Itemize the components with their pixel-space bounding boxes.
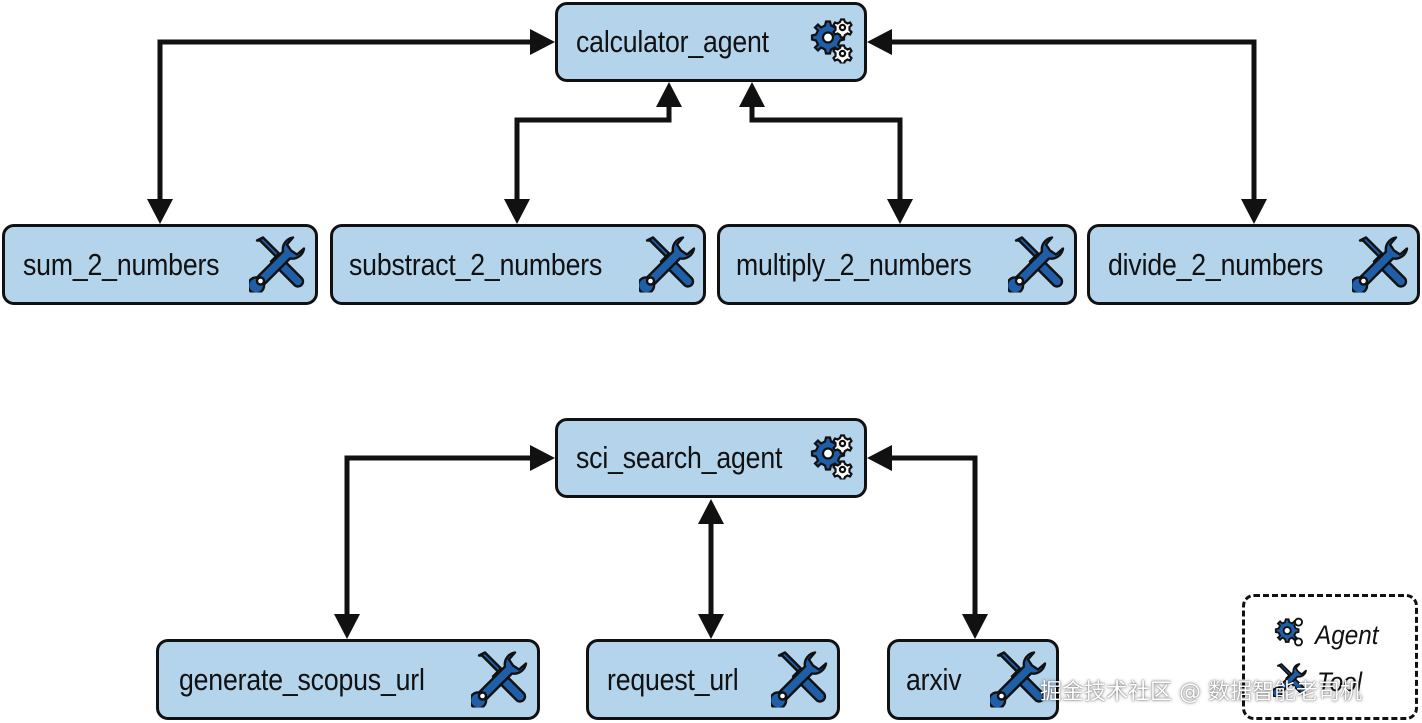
wrench-screwdriver-icon xyxy=(1005,232,1068,297)
arrowhead xyxy=(739,82,765,107)
connector-calculator-substract xyxy=(514,105,672,201)
arrowhead xyxy=(504,199,530,224)
arrowhead xyxy=(147,199,173,224)
tool-label-sum: sum_2_numbers xyxy=(23,246,220,282)
tool-node-request-url: request_url xyxy=(586,639,840,720)
tool-label-multiply: multiply_2_numbers xyxy=(736,246,972,282)
arrowhead xyxy=(867,445,892,471)
tool-label-substract: substract_2_numbers xyxy=(349,246,603,282)
arrowhead xyxy=(1241,199,1267,224)
legend-tool-label: Tool xyxy=(1317,667,1363,697)
arrowhead xyxy=(698,614,724,639)
legend-agent: Agent xyxy=(1273,615,1386,656)
arrowhead xyxy=(867,29,892,55)
legend-agent-label: Agent xyxy=(1315,620,1379,650)
arrowhead xyxy=(334,614,360,639)
wrench-screwdriver-icon xyxy=(468,647,531,712)
tool-node-generate-scopus-url: generate_scopus_url xyxy=(156,639,540,720)
tool-node-divide: divide_2_numbers xyxy=(1087,224,1420,305)
connector-sci-scopus xyxy=(344,455,532,616)
arrowhead xyxy=(698,499,724,524)
gears-icon xyxy=(1273,615,1307,656)
tool-node-sum: sum_2_numbers xyxy=(2,224,318,305)
watermark: 掘金技术社区 @ 数据智能老司机 xyxy=(1040,680,1362,705)
calculator-agent-node: calculator_agent xyxy=(555,2,867,82)
connector-sci-arxiv xyxy=(890,455,978,616)
arrowhead xyxy=(962,614,988,639)
wrench-screwdriver-icon xyxy=(636,232,699,297)
wrench-screwdriver-icon xyxy=(1349,232,1412,297)
tool-node-arxiv: arxiv xyxy=(887,639,1059,720)
tool-label-request-url: request_url xyxy=(607,661,739,697)
calculator-agent-label: calculator_agent xyxy=(576,24,769,59)
tool-label-arxiv: arxiv xyxy=(906,661,962,697)
arrowhead xyxy=(530,445,555,471)
connector-calculator-divide xyxy=(890,39,1257,201)
gears-icon xyxy=(808,16,856,69)
tool-node-multiply: multiply_2_numbers xyxy=(717,224,1077,305)
arrowhead xyxy=(530,29,555,55)
tool-node-substract: substract_2_numbers xyxy=(330,224,706,305)
wrench-screwdriver-icon xyxy=(987,647,1050,712)
gears-icon xyxy=(808,432,856,485)
sci-search-agent-node: sci_search_agent xyxy=(555,418,867,498)
legend: Agent Tool xyxy=(1242,594,1418,720)
arrowhead xyxy=(656,82,682,107)
wrench-screwdriver-icon xyxy=(246,232,309,297)
connector-calculator-sum xyxy=(157,39,532,201)
tool-label-divide: divide_2_numbers xyxy=(1108,246,1324,282)
sci-search-agent-label: sci_search_agent xyxy=(576,440,783,475)
legend-tool: Tool xyxy=(1271,661,1367,704)
wrench-screwdriver-icon xyxy=(1271,661,1309,704)
wrench-screwdriver-icon xyxy=(768,647,831,712)
connector-calculator-multiply xyxy=(749,105,903,201)
arrowhead xyxy=(887,199,913,224)
tool-label-generate-scopus-url: generate_scopus_url xyxy=(179,661,425,697)
